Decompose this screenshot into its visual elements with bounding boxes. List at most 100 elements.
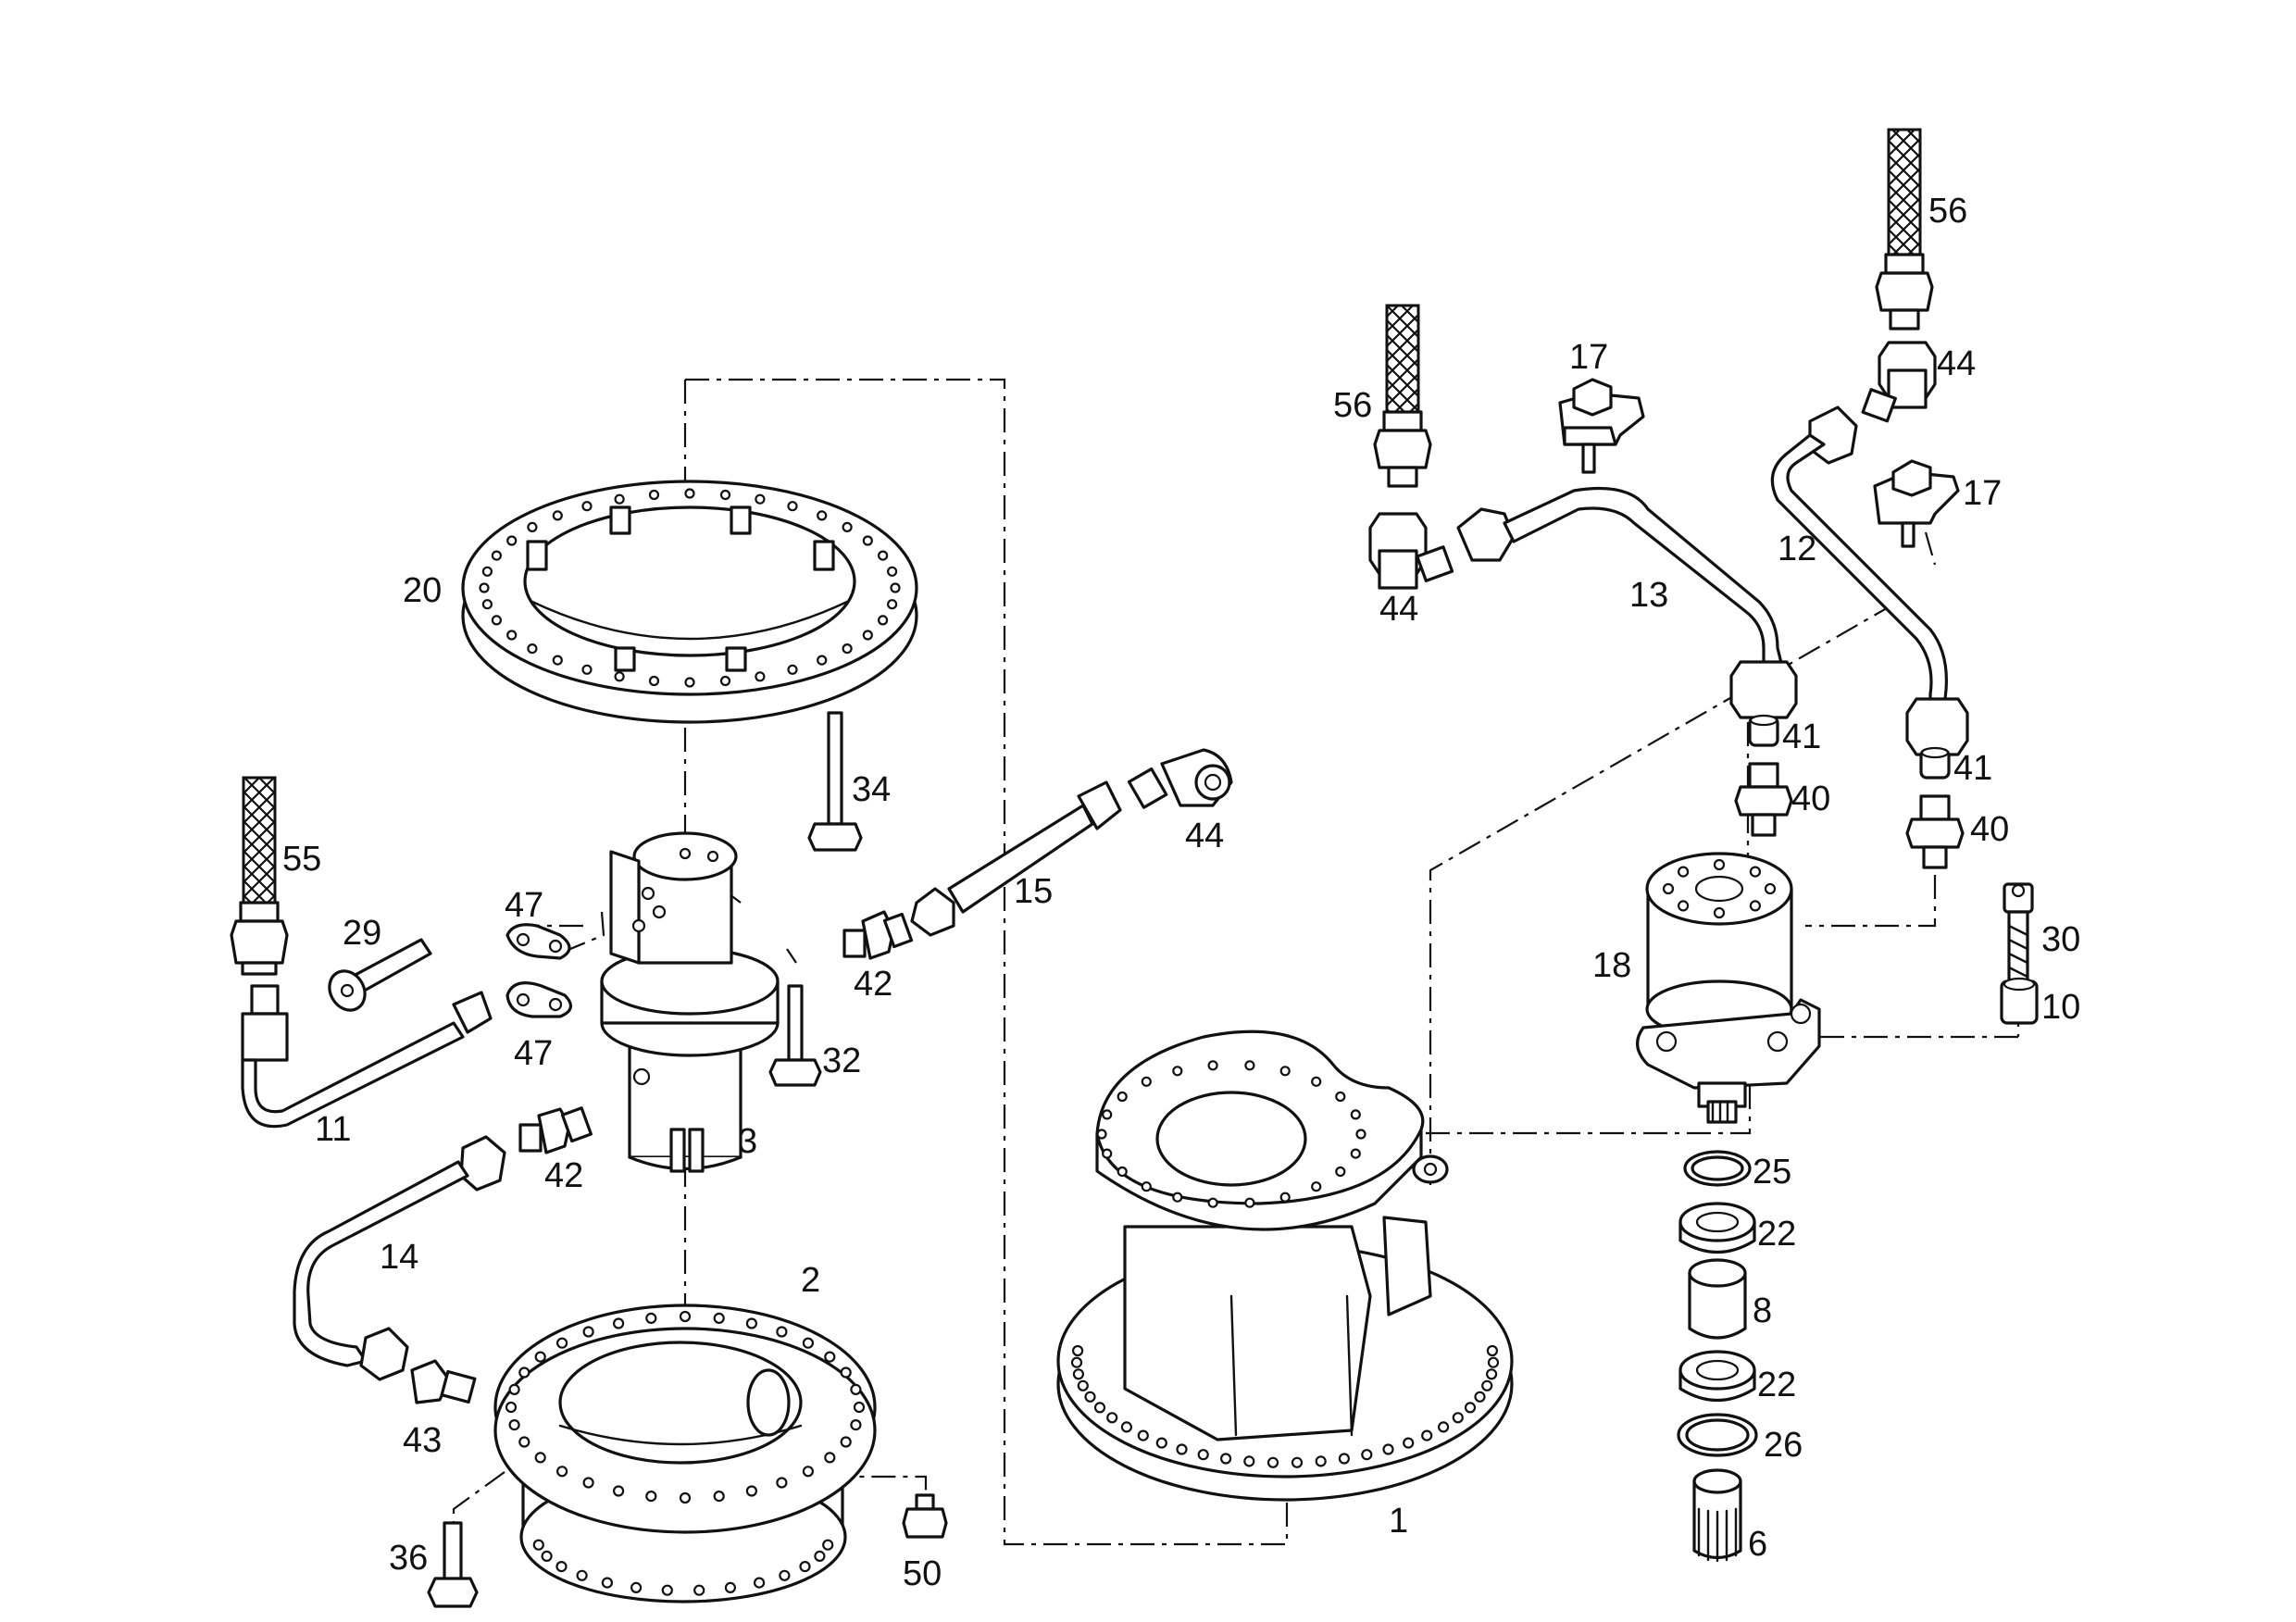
bolt-hole [1172,1066,1183,1077]
bolt-hole [508,1418,520,1431]
bolt-hole [1452,1412,1464,1424]
bolt-hole [1077,1379,1089,1391]
bolt-hole [862,535,873,546]
snap-ring-25 [1683,1150,1752,1187]
callout-42-lower: 42 [544,1156,583,1195]
bolt-hole [719,675,731,687]
bolt-hole [853,1401,866,1414]
bolt-hole [1474,1391,1486,1403]
callout-13: 13 [1629,576,1668,615]
bolt-hole [1093,1402,1106,1414]
clamp-17-left [1558,378,1645,474]
grease-nipple-50 [902,1493,948,1539]
callout-26: 26 [1764,1426,1803,1465]
bolt-hole [745,1317,758,1329]
bearing-22-upper [1678,1202,1756,1254]
bolt-hole [614,493,625,505]
bolt-hole [532,1539,544,1551]
bolt-hole [506,630,518,641]
bolt-hole [1677,900,1690,912]
bolt-hole [648,489,660,501]
bolt-hole [1464,1402,1477,1414]
callout-55: 55 [282,840,321,879]
bolt-hole [491,615,503,626]
bolt-hole [552,655,563,666]
bolt-hole [850,1418,862,1431]
callout-11: 11 [315,1110,351,1149]
bolt-hole [755,493,766,505]
bolt-hole [1485,1368,1498,1380]
bolt-hole [630,1581,643,1594]
clamp-17-right [1873,459,1960,548]
bolt-hole [1713,858,1726,871]
bolt-hole [508,1383,520,1396]
callout-40-right: 40 [1970,810,2009,849]
bolt-hole [1120,1421,1133,1433]
bolt-hole [645,1312,657,1325]
bolt-hole [1096,1129,1107,1140]
bolt-hole [713,1490,725,1503]
main-housing-1 [1056,1029,1514,1502]
callout-15: 15 [1014,872,1053,911]
bolt-hole [822,1539,834,1551]
callout-1: 1 [1389,1502,1408,1541]
bolt-hole [1677,866,1690,878]
bolt-hole [1355,1129,1366,1140]
bolt-holes [479,488,901,688]
bolt-hole [614,671,625,682]
bolt-hole [534,1452,546,1464]
callout-36: 36 [389,1539,428,1578]
elbow-fitting-44-left [1368,512,1454,590]
bolt-hole [661,1584,673,1596]
bolt-hole [679,1491,692,1504]
bolt-hole [1219,1453,1232,1465]
bolt-hole [1243,1455,1255,1467]
bolt-hole [1662,882,1675,895]
callout-41-right: 41 [1953,749,1992,788]
rotary-union-3 [600,831,780,1173]
bolt-hole [505,1401,518,1414]
bolt-hole [1117,1166,1128,1178]
bolt-hole [1403,1437,1415,1449]
bolt-hole [799,1560,811,1573]
bolt-holes [1662,858,1777,919]
bolt-hole [824,1351,836,1363]
bolt-hole [779,1569,791,1581]
callout-44-mid: 44 [1185,817,1224,855]
bolt-hole [755,671,766,682]
bolt-hole [1172,1192,1183,1203]
bolt-hole [1155,1437,1167,1449]
bolt-hole [1350,1148,1361,1159]
callout-29: 29 [343,914,381,953]
bolt-hole [481,599,493,610]
bolt-hole [1713,906,1726,919]
bolt-hole [1117,1091,1128,1103]
sleeve-8 [1688,1258,1747,1340]
bolt-hole [1070,1356,1083,1368]
bolt-hole [479,582,490,593]
bolt-hole [648,675,660,687]
seal-41-right [1919,746,1951,780]
bolt-hole [1749,866,1762,878]
snap-ring-26 [1677,1413,1758,1457]
bolt-hole [814,1550,826,1563]
bolt-hole [693,1584,705,1596]
bolt-hole [724,1581,737,1594]
pipe-15 [910,780,1122,937]
fitting-42-lower [518,1106,593,1154]
clamp-47-upper [505,923,571,960]
bolt-hole [1437,1421,1450,1433]
bolt-hole [1311,1181,1322,1192]
callout-30: 30 [2041,920,2080,959]
bolt-hole [527,521,538,533]
callout-25: 25 [1753,1153,1791,1192]
bolt-hole [719,489,731,501]
bolt-hole [817,655,828,666]
bolt-hole [842,521,853,533]
bolt-hole [1749,900,1762,912]
callout-20: 20 [403,571,442,610]
callout-2: 2 [801,1261,820,1300]
bolt-34 [807,711,863,852]
braided-hose-56-left [1373,304,1432,488]
